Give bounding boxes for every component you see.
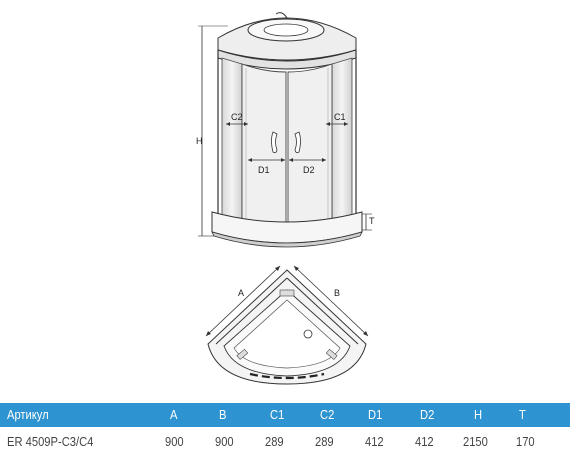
t-label: T: [369, 216, 375, 226]
cell-t: 170: [516, 434, 535, 449]
header-c1: C1: [270, 407, 285, 422]
c1-label: C1: [334, 112, 346, 122]
b-label: B: [334, 288, 340, 298]
d2-label: D2: [303, 165, 315, 175]
table-row: ER 4509P-C3/C4 900 900 289 289 412 412 2…: [0, 430, 570, 454]
header-t: T: [519, 407, 526, 422]
top-view: A B: [205, 265, 369, 385]
header-b: B: [219, 407, 227, 422]
front-view: H T C2 C1 D1 D2: [196, 12, 375, 248]
header-d2: D2: [420, 407, 435, 422]
cell-a: 900: [165, 434, 184, 449]
c2-label: C2: [231, 112, 243, 122]
cell-c1: 289: [265, 434, 284, 449]
d1-label: D1: [258, 165, 270, 175]
cell-c2: 289: [315, 434, 334, 449]
header-d1: D1: [368, 407, 383, 422]
header-a: A: [170, 407, 178, 422]
spec-table-header: Артикул A B C1 C2 D1 D2 H T: [0, 403, 570, 427]
header-c2: C2: [320, 407, 335, 422]
cell-b: 900: [215, 434, 234, 449]
header-h: H: [474, 407, 483, 422]
header-article: Артикул: [7, 407, 49, 422]
h-label: H: [196, 136, 203, 146]
a-label: A: [238, 288, 244, 298]
cell-h: 2150: [463, 434, 488, 449]
cell-d2: 412: [415, 434, 434, 449]
cell-d1: 412: [365, 434, 384, 449]
cell-article: ER 4509P-C3/C4: [7, 434, 94, 449]
